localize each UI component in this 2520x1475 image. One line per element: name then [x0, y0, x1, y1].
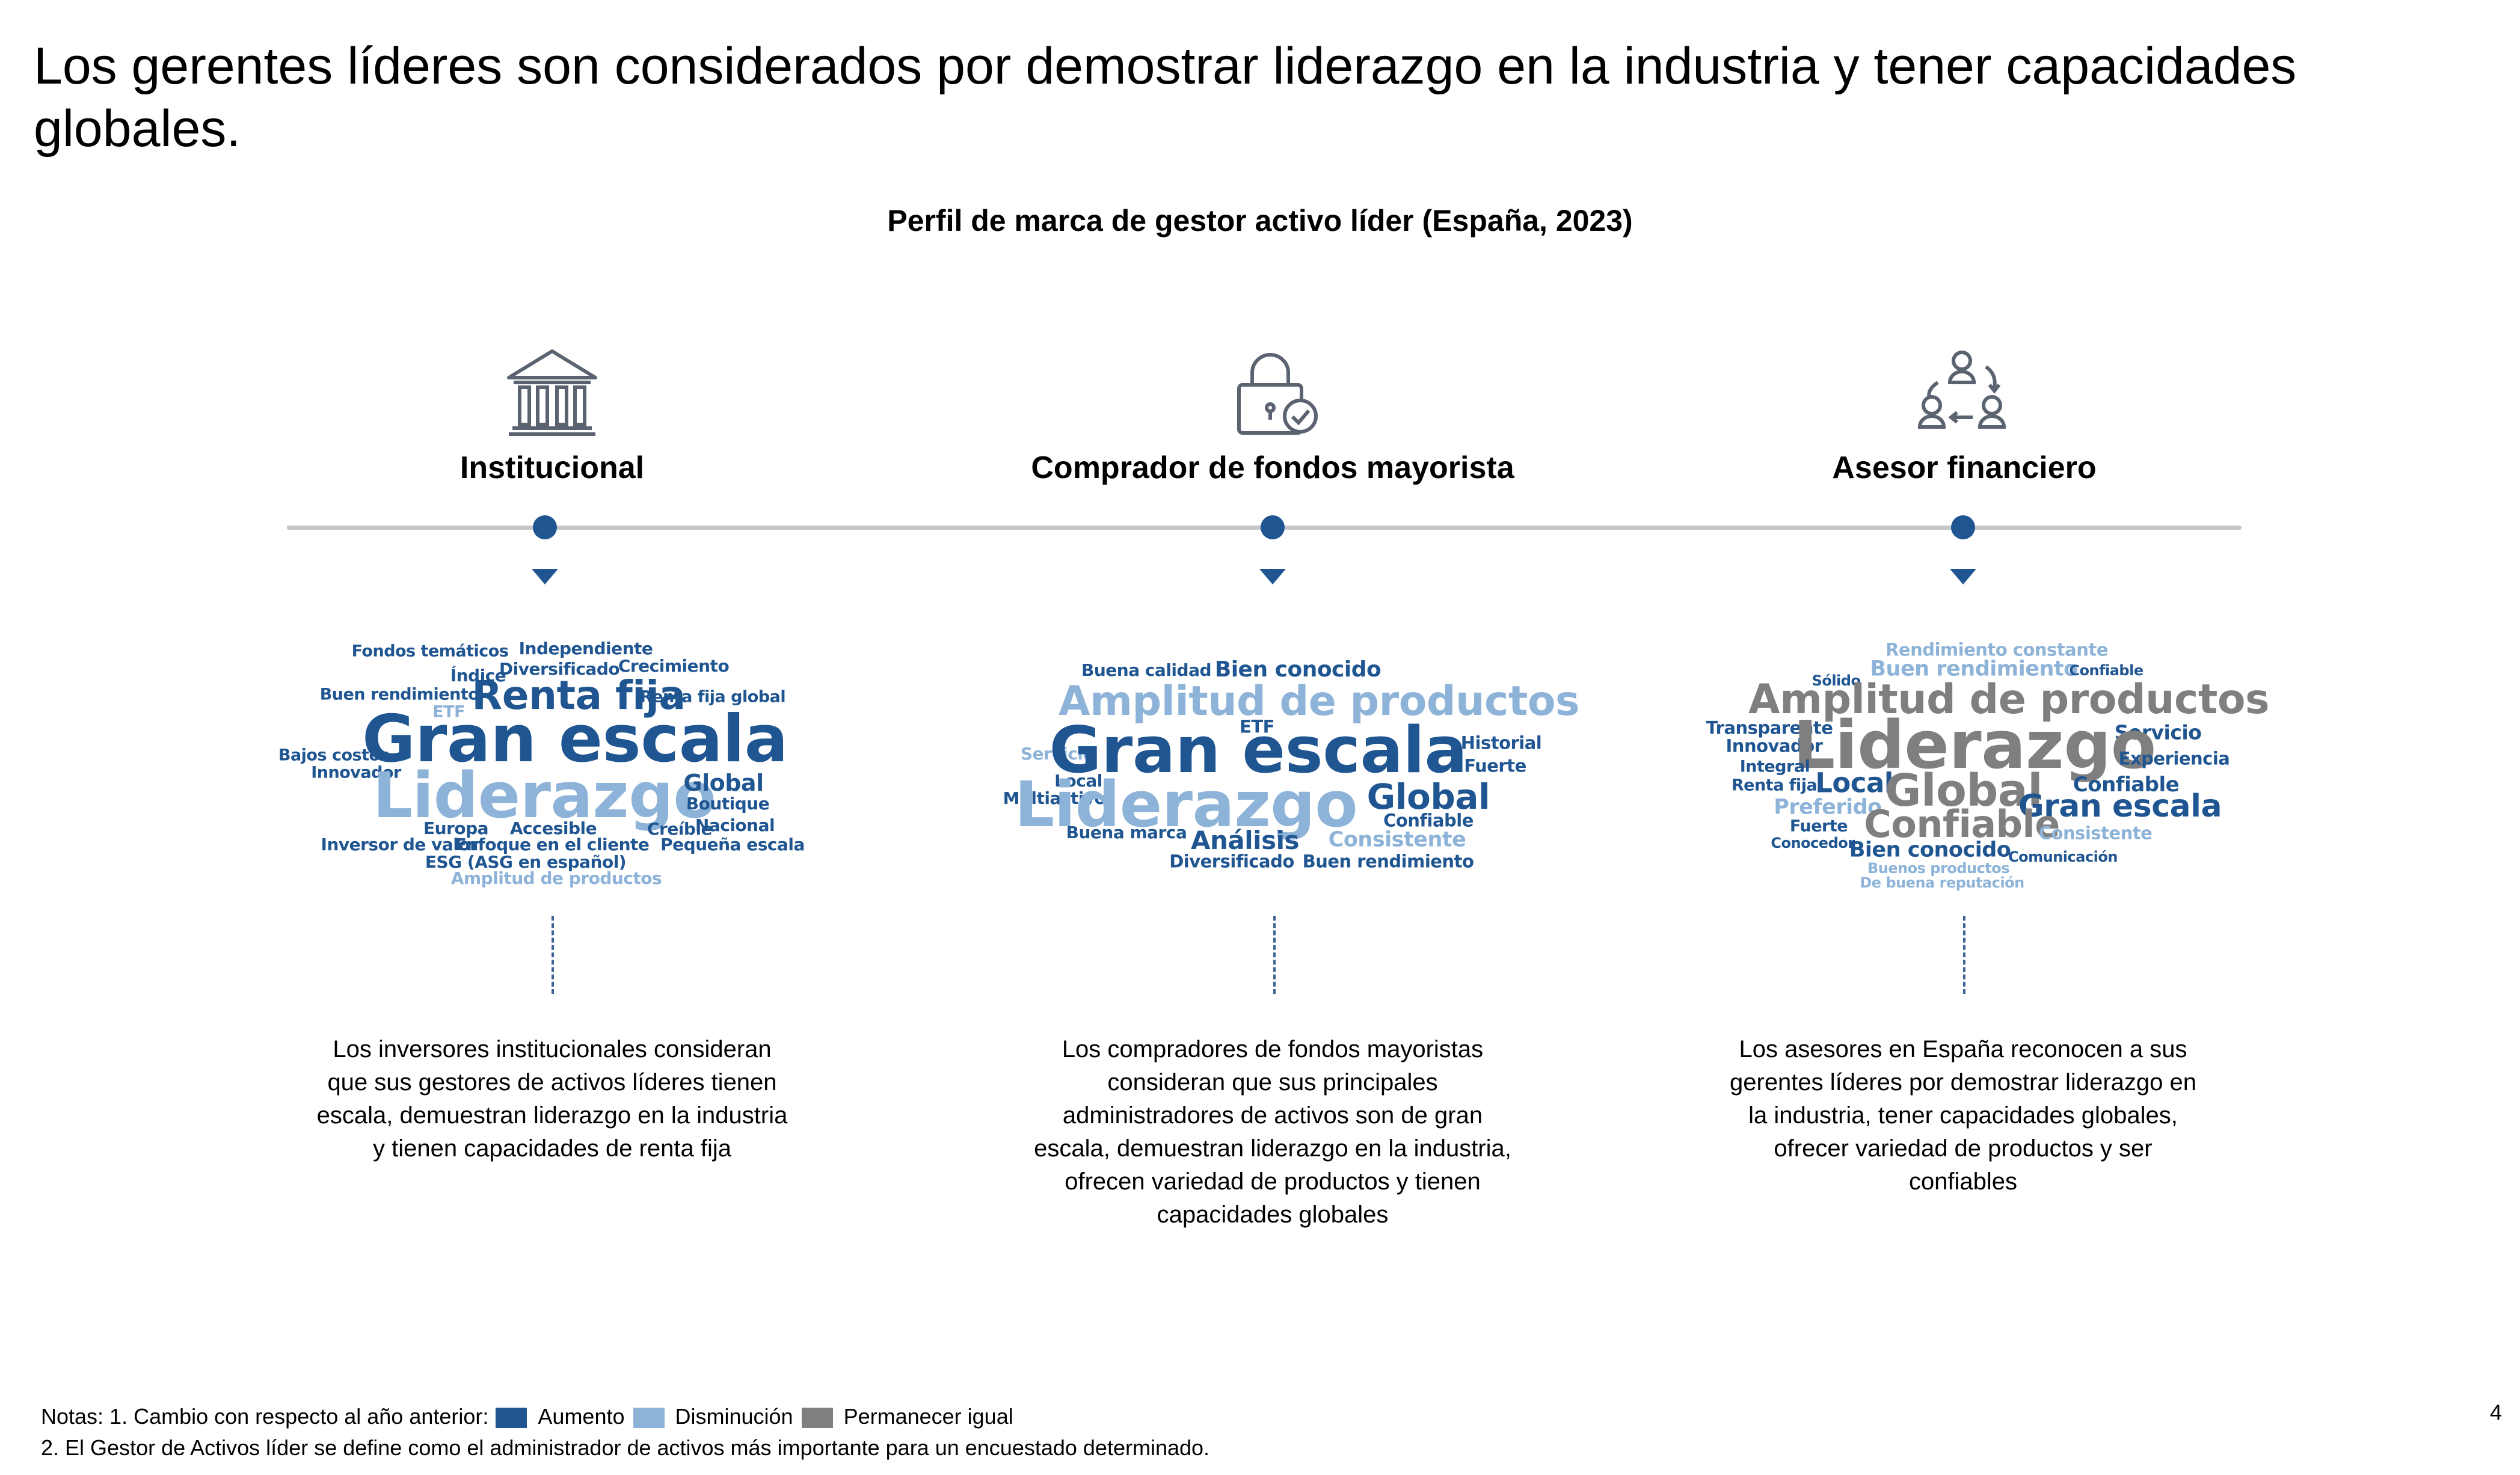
legend-swatch-same [801, 1408, 833, 1429]
cloud-word: Bien conocido [1214, 657, 1381, 682]
footnotes: Notas: 1. Cambio con respecto al año ant… [41, 1401, 1209, 1464]
cloud-word: Innovador [1726, 735, 1823, 756]
cloud-word: Innovador [311, 763, 401, 782]
segment-label-comprador: Comprador de fondos mayorista [1031, 450, 1514, 485]
lock-check-icon [1210, 343, 1330, 445]
bank-building-icon [492, 343, 612, 445]
down-triangle-icon [532, 569, 558, 584]
cloud-word: Análisis [1191, 826, 1299, 855]
cloud-word: Confiable [2069, 662, 2144, 679]
cloud-word: Sólido [1812, 672, 1861, 689]
cloud-word: Buen rendimiento [319, 685, 479, 704]
cloud-word: Buena calidad [1081, 660, 1212, 680]
cloud-word: Renta fija [1731, 776, 1818, 795]
cloud-word: Fuerte [1464, 755, 1526, 776]
cloud-word: Inversor de valor [321, 835, 478, 854]
cloud-word: Gran escala [2018, 788, 2222, 824]
cloud-word: Confiable [1383, 810, 1474, 831]
dashed-connector [552, 916, 554, 994]
cloud-word: Renta fija global [639, 687, 786, 707]
cloud-word: Liderazgo [1014, 768, 1358, 841]
cloud-word: Creíble [647, 819, 713, 839]
footnote-prefix: Notas: 1. Cambio con respecto al año ant… [41, 1404, 489, 1429]
cloud-word: Bajos costos [278, 746, 390, 765]
cloud-word: Servicio [2114, 720, 2202, 744]
cloud-word: Amplitud de productos [1058, 678, 1580, 725]
cloud-word: Global [1884, 765, 2043, 817]
cloud-word: Global [1366, 776, 1490, 817]
cloud-word: ETF [432, 702, 465, 722]
cloud-word: Consistente [2038, 823, 2153, 844]
timeline-dot-institucional [533, 515, 557, 539]
page-title: Los gerentes líderes son considerados po… [34, 37, 2297, 158]
chart-subtitle: Perfil de marca de gestor activo líder (… [887, 204, 1633, 238]
legend-swatch-increase [496, 1408, 527, 1429]
cloud-word: Liderazgo [372, 759, 716, 832]
down-triangle-icon [1950, 569, 1976, 584]
cloud-word: Fuerte [1789, 817, 1848, 836]
cloud-word: Diversificado [499, 659, 620, 679]
description-asesor: Los asesores en España reconocen a sus g… [1730, 1036, 2196, 1195]
cloud-word: Comunicación [2008, 848, 2118, 865]
cloud-word: Buen rendimiento [1302, 851, 1474, 872]
legend-label-decrease: Disminución [675, 1404, 793, 1429]
cloud-word: Nacional [695, 815, 775, 835]
cloud-word: Independiente [518, 639, 653, 658]
legend-swatch-decrease [633, 1408, 665, 1429]
footnote-line-1: Notas: 1. Cambio con respecto al año ant… [41, 1401, 1209, 1432]
cloud-word: Gran escala [1049, 713, 1467, 787]
description-comprador: Los compradores de fondos mayoristas con… [1034, 1036, 1511, 1228]
cloud-word: Europa [423, 818, 489, 838]
cloud-word: Enfoque en el cliente [455, 835, 650, 854]
footnote-line-2: 2. El Gestor de Activos líder se define … [41, 1435, 1210, 1460]
cloud-word: Multiactivo [1003, 788, 1106, 808]
cloud-word: Fondos temáticos [351, 642, 509, 661]
cloud-word: Bien conocido [1849, 838, 2011, 862]
cloud-word: Buenos productos [1867, 860, 2010, 877]
page-number: 4 [2489, 1400, 2502, 1424]
cloud-word: Historial [1460, 732, 1542, 753]
cloud-word: Global [683, 770, 764, 796]
cloud-word: Pequeña escala [660, 835, 805, 854]
cloud-word: Local [1054, 771, 1102, 791]
cloud-word: Boutique [686, 794, 770, 814]
cloud-word: Consistente [1328, 827, 1466, 852]
cloud-word: Amplitud de productos [450, 868, 662, 888]
cloud-word: Índice [450, 666, 506, 685]
cloud-word: ETF [1240, 716, 1274, 737]
dashed-connector [1273, 916, 1276, 994]
cloud-word: Buena marca [1066, 823, 1187, 842]
cloud-word: Amplitud de productos [1748, 676, 2270, 723]
dashed-connector [1963, 916, 1965, 994]
cloud-word: Servicio [1020, 744, 1095, 764]
cloud-word: Transparente [1706, 717, 1833, 738]
timeline-dot-asesor [1951, 515, 1975, 539]
cloud-word: Local [1815, 767, 1893, 799]
segment-label-institucional: Institucional [459, 450, 645, 485]
cloud-word: Diversificado [1169, 851, 1294, 872]
cloud-word: Confiable [1864, 802, 2060, 846]
cloud-word: Conocedor [1771, 835, 1855, 851]
cloud-word: Integral [1739, 757, 1810, 776]
down-triangle-icon [1259, 569, 1286, 584]
cloud-word: Crecimiento [618, 656, 730, 676]
cloud-word: Gran escala [361, 702, 788, 777]
legend-label-same: Permanecer igual [843, 1404, 1013, 1429]
cloud-word: Experiencia [2118, 748, 2230, 769]
cloud-word: Liderazgo [1793, 707, 2156, 783]
cloud-word: Renta fija [472, 672, 686, 719]
cloud-word: Buen rendimiento [1870, 657, 2078, 681]
cloud-word: Confiable [2073, 773, 2180, 797]
cloud-word: Preferido [1774, 795, 1882, 820]
timeline-dot-comprador [1261, 515, 1285, 539]
legend-label-increase: Aumento [538, 1404, 625, 1429]
people-cycle-icon [1902, 343, 2022, 445]
cloud-word: ESG (ASG en español) [425, 852, 627, 872]
description-institucional: Los inversores institucionales considera… [316, 1036, 788, 1162]
cloud-word: Rendimiento constante [1885, 639, 2108, 660]
cloud-word: De buena reputación [1860, 874, 2024, 891]
segment-label-asesor: Asesor financiero [1832, 450, 2097, 485]
cloud-word: Accesible [509, 818, 597, 838]
